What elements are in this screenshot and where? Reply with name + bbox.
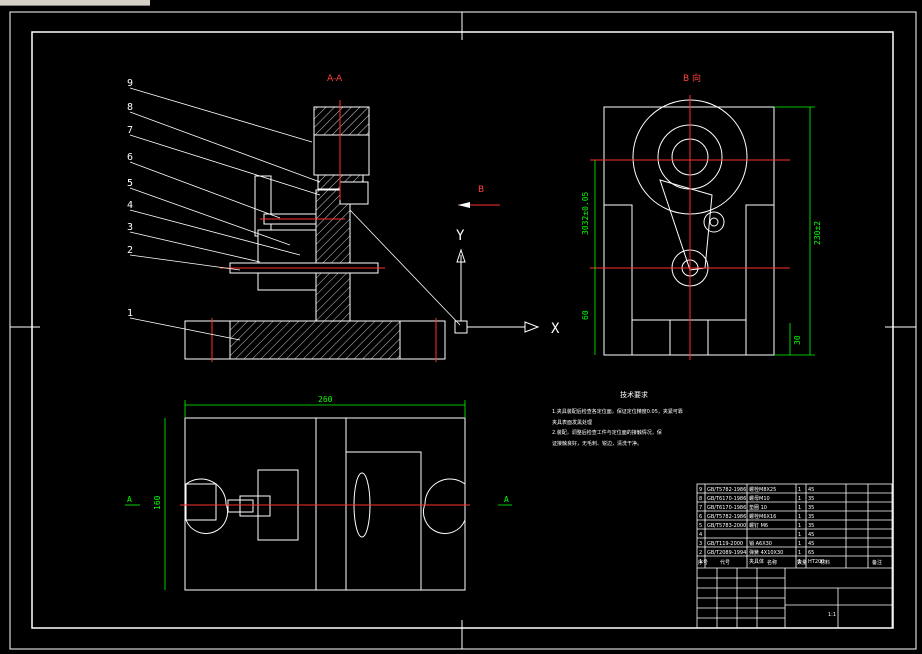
bom-header-no: 序号	[698, 559, 708, 566]
bom-cell: 1	[798, 532, 801, 538]
notes-title: 技术要求	[620, 390, 648, 399]
part-label-7: 7	[127, 125, 133, 136]
bom-cell: GB/T5783-2000	[707, 523, 746, 529]
section-aa-label: A-A	[327, 74, 343, 84]
bom-cell: 6	[699, 514, 702, 520]
direction-b-label: B	[478, 185, 484, 195]
bom-cell: 1	[798, 550, 801, 556]
dim-small-60: 60	[581, 310, 590, 320]
bom-cell: 螺栓M6X16	[749, 513, 776, 520]
notes-line-1: 1.夹具装配后检查各定位面，保证定位精度0.05，夹紧可靠	[552, 408, 683, 415]
window-titlebar-fragment	[0, 0, 150, 6]
notes-line-4: 证接触良好，无毛刺、锐边，清洗干净。	[552, 440, 642, 447]
bom-cell: 1	[798, 523, 801, 529]
coordinate-axes	[454, 202, 540, 334]
bom-cell: 4	[699, 532, 702, 538]
support-arm	[220, 175, 385, 291]
bom-header-remark: 备注	[872, 559, 882, 566]
bom-cell: 1	[798, 487, 801, 493]
part-label-6: 6	[127, 152, 133, 163]
section-marker-left: A	[127, 495, 132, 504]
vertical-column	[315, 189, 351, 322]
dim-height-230: 230±2	[813, 221, 822, 245]
bom-cell: GB/T5782-1986	[707, 487, 746, 493]
part-label-9: 9	[127, 78, 133, 89]
bom-header: 序号 代号 名称 数量 材料 备注	[698, 559, 882, 566]
part-label-5: 5	[127, 178, 133, 189]
bom-cell: GB/T6170-1986	[707, 505, 746, 511]
leader-lines	[129, 87, 461, 341]
bom-cell: 3	[699, 541, 702, 547]
title-block	[696, 483, 893, 629]
top-view-dimensions	[164, 400, 466, 590]
part-label-2: 2	[127, 245, 133, 256]
bom-header-material: 材料	[820, 559, 830, 566]
bom-cell: GB/T6170-1986	[707, 496, 746, 502]
bom-cell: 45	[808, 541, 814, 547]
top-clamp	[313, 100, 370, 205]
bom-cell: 7	[699, 505, 702, 511]
view-b-drawing	[590, 95, 790, 360]
bom-cell: 65	[808, 550, 814, 556]
bom-cell: 2	[699, 550, 702, 556]
dim-base-30: 30	[793, 335, 802, 345]
base-plate	[184, 318, 446, 362]
bom-cell: 9	[699, 487, 702, 493]
bom-cell: 35	[808, 523, 814, 529]
bom-cell: 45	[808, 487, 814, 493]
bom-cell: 5	[699, 523, 702, 529]
bom-cell: 1	[798, 514, 801, 520]
part-label-8: 8	[127, 102, 133, 113]
bom-cell: 1	[798, 505, 801, 511]
dim-height-160: 160	[153, 495, 162, 510]
bom-cell: 1	[699, 559, 702, 565]
bom-cell: 弹簧 4X10X30	[749, 549, 783, 556]
axis-x-label: X	[551, 321, 560, 337]
bom-cell: 1	[798, 496, 801, 502]
bom-cell: 1	[798, 559, 801, 565]
sheet-border-inner	[31, 31, 894, 629]
bom-cell: 1	[798, 541, 801, 547]
notes-line-2: 夹具表面发黑处理	[552, 419, 592, 426]
bom-cell: 夹具体	[749, 558, 764, 565]
bom-cell: 销 A6X30	[749, 540, 772, 547]
notes-line-3: 2.装配，调整后检查工件与定位面的接触情况，保	[552, 429, 662, 436]
bom-cell: 35	[808, 514, 814, 520]
bom-cell: 螺钉 M6	[749, 522, 768, 529]
bom-cell: HT200	[808, 559, 824, 565]
top-view-drawing	[180, 417, 470, 591]
bom-cell: 垫圈 10	[749, 504, 767, 511]
bom-cell: 35	[808, 496, 814, 502]
bom-cell: 8	[699, 496, 702, 502]
bom-header-qty: 数量	[797, 559, 807, 566]
view-b-label: B 向	[683, 72, 701, 84]
bom-cell: 35	[808, 505, 814, 511]
dim-hole: 3032±0.05	[581, 191, 590, 235]
axis-y-label: Y	[456, 228, 465, 244]
scale-value: 1:1	[828, 612, 836, 618]
section-marker-right: A	[504, 495, 509, 504]
sheet-border-outer	[9, 11, 917, 650]
bom-cell: 45	[808, 532, 814, 538]
view-b-dimensions	[594, 106, 815, 356]
bom-cell: GB/T5782-1986	[707, 514, 746, 520]
part-label-4: 4	[127, 200, 133, 211]
bom-header-code: 代号	[720, 559, 730, 566]
bom-header-name: 名称	[767, 559, 777, 566]
part-label-3: 3	[127, 222, 133, 233]
bom-cell: GB/T119-2000	[707, 541, 743, 547]
dim-width-260: 260	[318, 395, 333, 404]
bom-cell: 螺母M10	[749, 495, 770, 502]
part-label-1: 1	[127, 308, 133, 319]
bom-cell: 螺栓M8X25	[749, 486, 776, 493]
bom-cell: GB/T2089-1994	[707, 550, 746, 556]
